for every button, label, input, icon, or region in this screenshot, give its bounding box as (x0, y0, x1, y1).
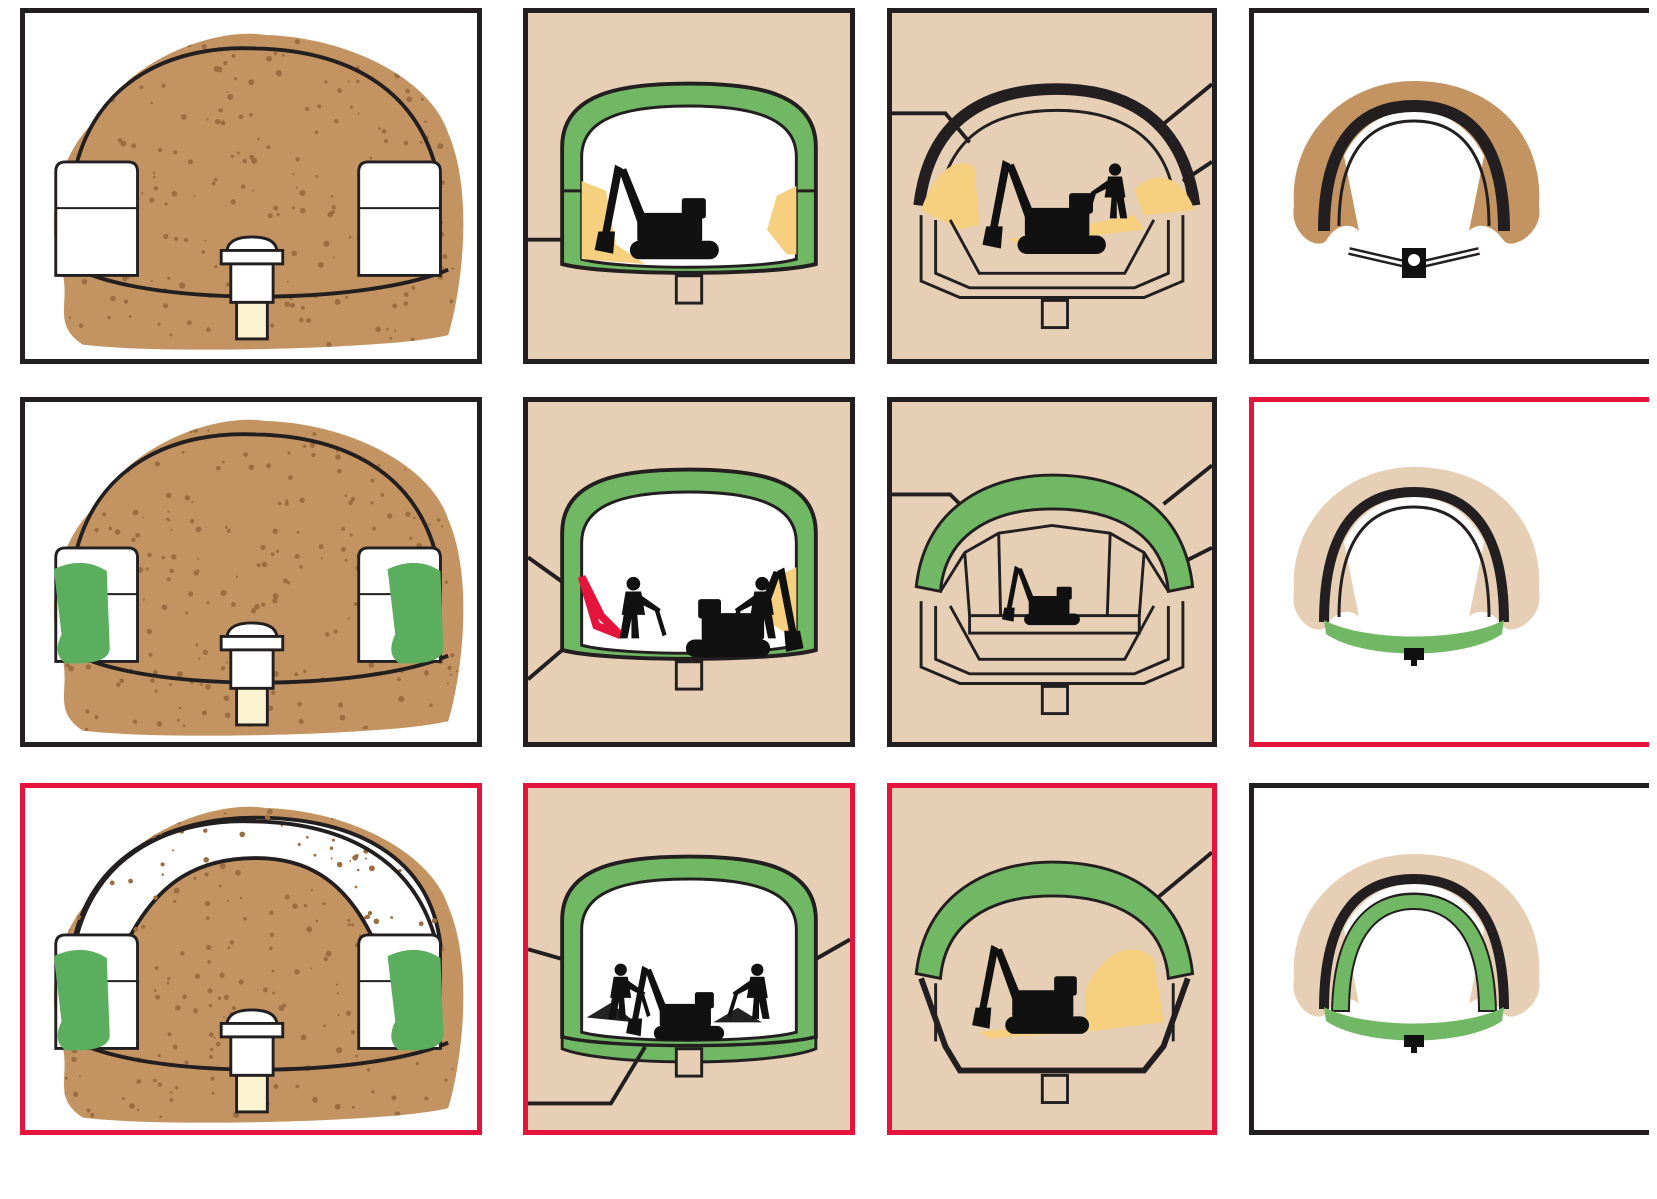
excavator-icon (972, 945, 1089, 1034)
pipe-icon (1402, 248, 1426, 278)
side-wall-concrete (388, 563, 444, 664)
panel-lining-ring-crown-support (1249, 8, 1649, 364)
panel-drift-section-side-walls-concreted (20, 397, 482, 747)
panel-lining-ring-invert-closed (1249, 397, 1649, 747)
drainage-pipe (1042, 686, 1067, 713)
excavator-icon (1002, 566, 1080, 625)
panel-tunnel-excavation-side-wall-excavation (523, 397, 855, 747)
panel-tunnel-excavation-arch-support-excavation (887, 8, 1217, 364)
side-wall-concrete (388, 950, 444, 1051)
drainage-pipe (676, 276, 701, 303)
drainage-pipe (1042, 300, 1067, 327)
drainage-pipe (676, 662, 701, 689)
pipe-icon (1404, 648, 1424, 666)
side-wall-concrete (54, 950, 110, 1051)
panel-drift-section-crown-excavated (20, 783, 482, 1135)
side-wall-concrete (54, 563, 110, 664)
side-drift-left (56, 162, 138, 275)
excavator-icon (982, 160, 1105, 254)
panel-tunnel-excavation-invert-excavation (523, 783, 855, 1135)
panel-tunnel-excavation-framed-core (887, 397, 1217, 747)
shotcrete-arch (916, 475, 1192, 591)
pipe-icon (1404, 1035, 1424, 1053)
drainage-pipe (676, 1049, 701, 1076)
panel-drift-section-side-drifts-open (20, 8, 482, 364)
panel-tunnel-excavation-core-removal (887, 783, 1217, 1135)
drainage-pipe (1042, 1075, 1067, 1102)
panel-lining-ring-full-lining (1249, 783, 1649, 1135)
panel-tunnel-excavation-bench-excavation (523, 8, 855, 364)
side-drift-right (359, 162, 441, 275)
